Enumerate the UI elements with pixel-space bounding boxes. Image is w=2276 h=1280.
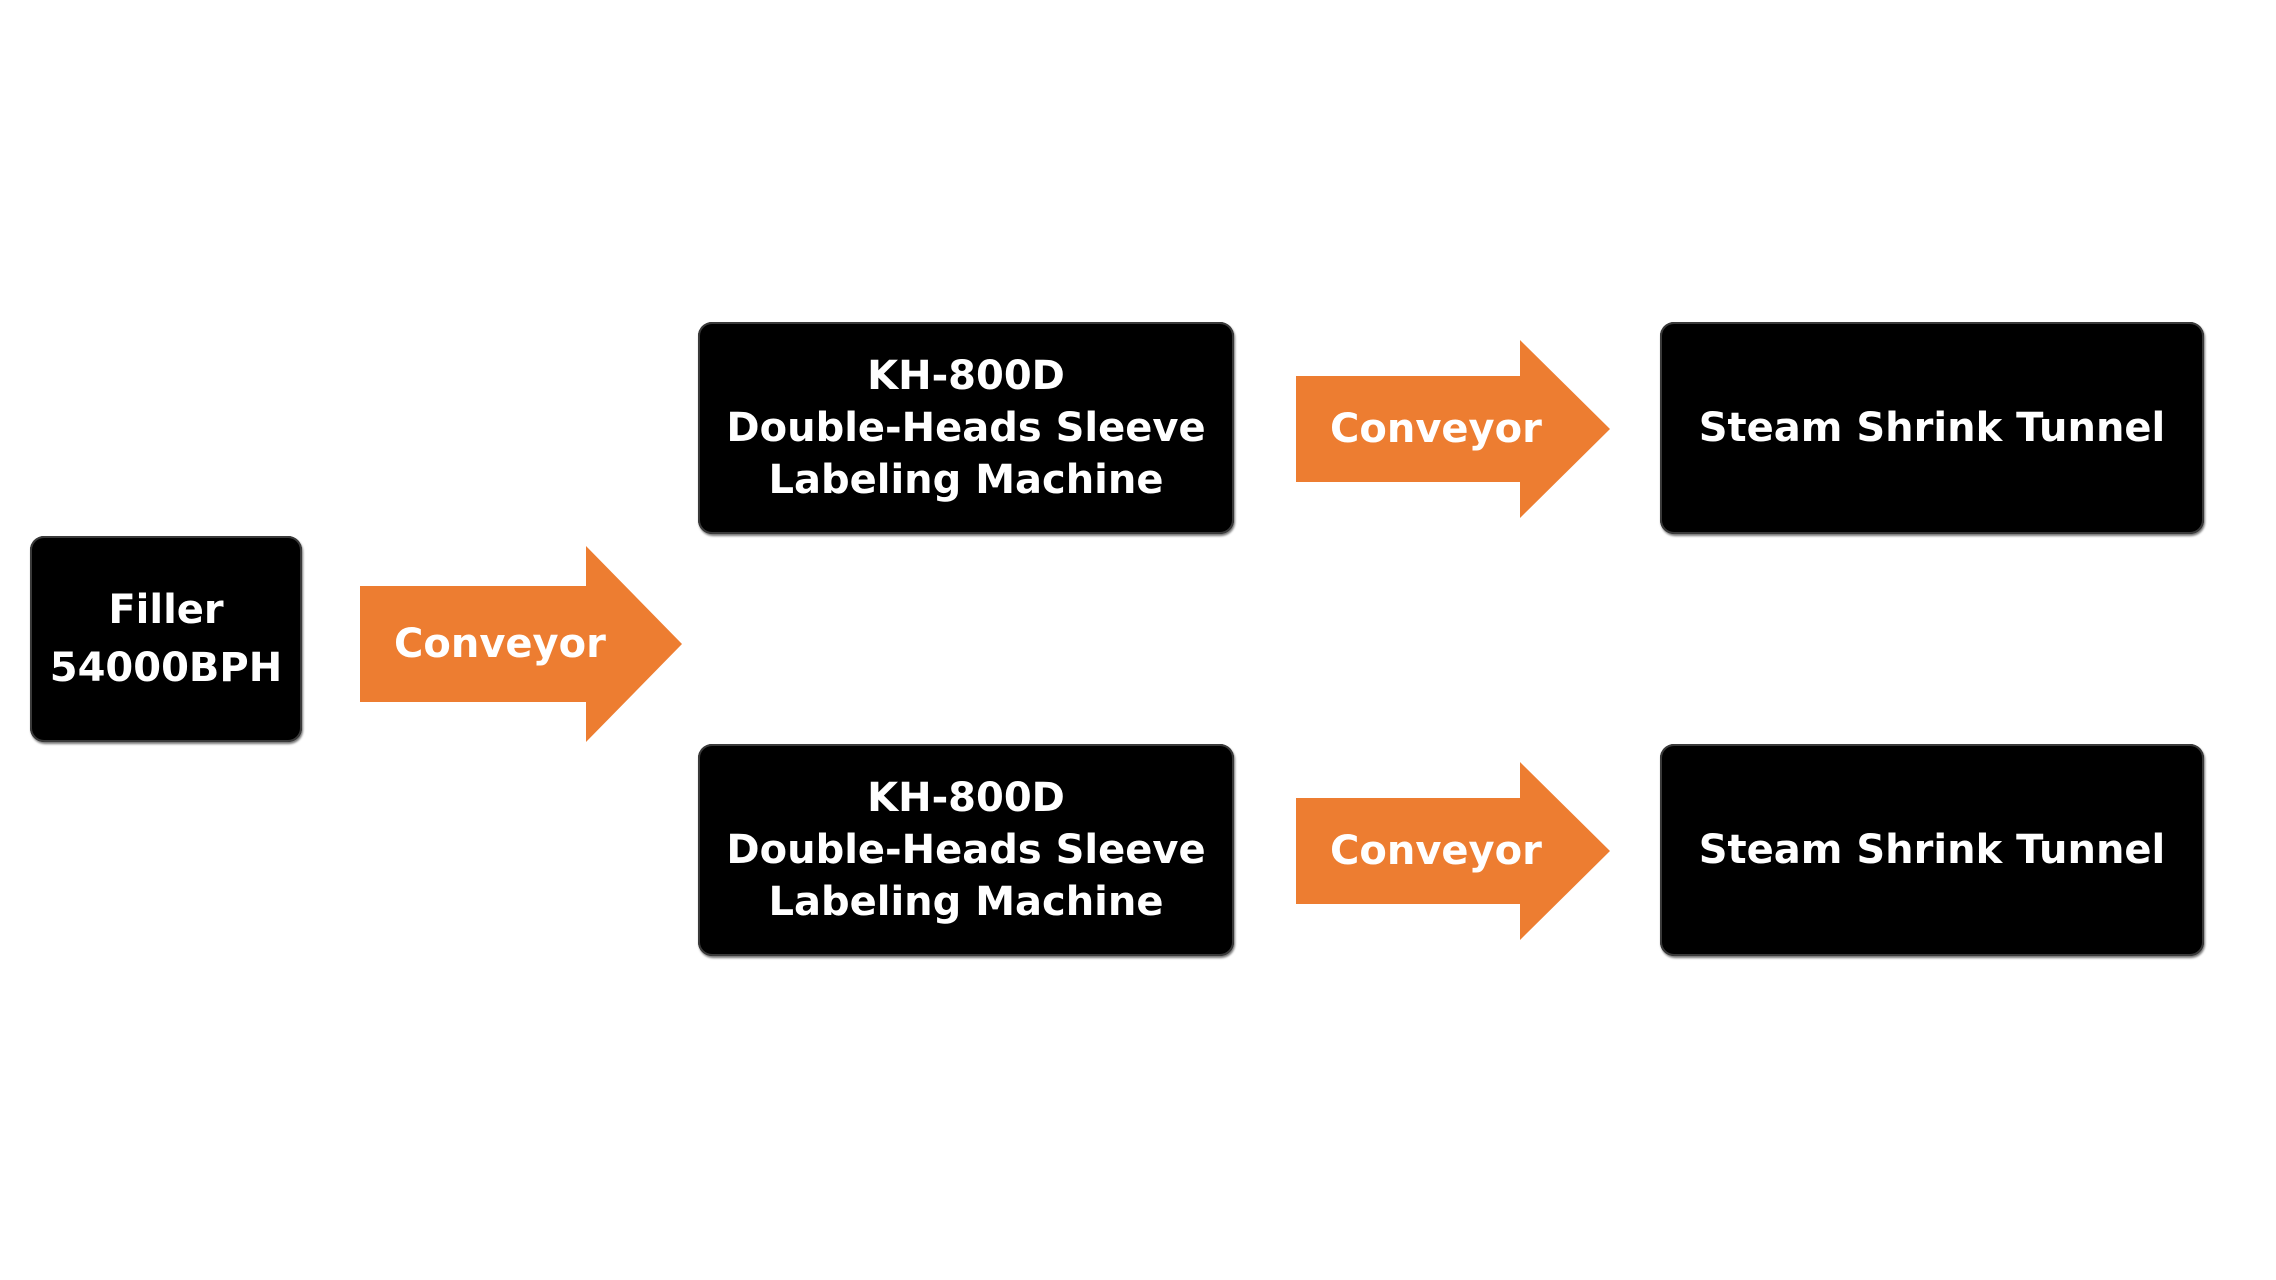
labeler-bottom-desc-line1: Double-Heads Sleeve [726, 827, 1206, 873]
conveyor-main-label: Conveyor [394, 621, 606, 667]
tunnel-bottom-label: Steam Shrink Tunnel [1698, 827, 2166, 873]
conveyor-top-arrow: Conveyor [1296, 340, 1610, 518]
conveyor-top-label: Conveyor [1330, 406, 1542, 452]
tunnel-bottom-box: Steam Shrink Tunnel [1660, 744, 2204, 956]
labeler-top-model: KH-800D [867, 353, 1065, 399]
conveyor-top-arrow-shape [1296, 340, 1610, 518]
filler-box: Filler 54000BPH [30, 536, 302, 742]
labeler-bottom-box: KH-800D Double-Heads Sleeve Labeling Mac… [698, 744, 1234, 956]
filler-title: Filler [108, 587, 224, 633]
labeler-top-box: KH-800D Double-Heads Sleeve Labeling Mac… [698, 322, 1234, 534]
labeler-top-desc-line1: Double-Heads Sleeve [726, 405, 1206, 451]
conveyor-bottom-label: Conveyor [1330, 828, 1542, 874]
conveyor-bottom-arrow: Conveyor [1296, 762, 1610, 940]
labeler-bottom-desc-line2: Labeling Machine [768, 879, 1164, 925]
labeler-bottom-model: KH-800D [867, 775, 1065, 821]
conveyor-main-arrow-shape [360, 546, 682, 742]
labeler-top-desc-line2: Labeling Machine [768, 457, 1164, 503]
filler-capacity: 54000BPH [49, 645, 283, 691]
tunnel-top-box: Steam Shrink Tunnel [1660, 322, 2204, 534]
conveyor-bottom-arrow-shape [1296, 762, 1610, 940]
conveyor-main-arrow: Conveyor [360, 546, 682, 742]
tunnel-top-label: Steam Shrink Tunnel [1698, 405, 2166, 451]
